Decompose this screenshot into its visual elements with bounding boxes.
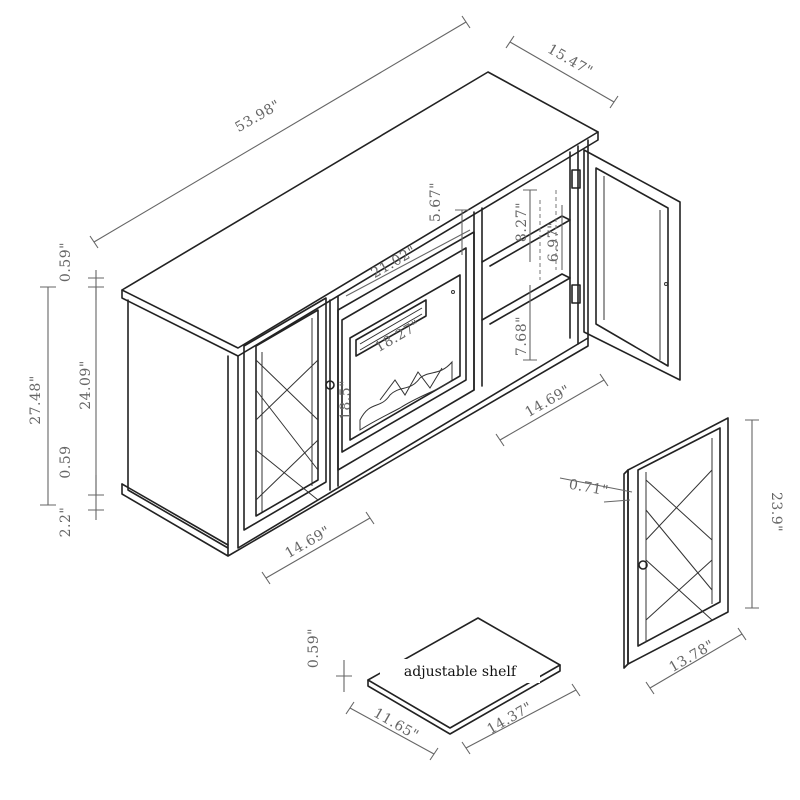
tv-stand-body — [121, 71, 599, 557]
label-door-height: 23.9" — [768, 492, 784, 532]
hinge-icon — [571, 169, 581, 189]
label-fireplace-opening-width: 21.02" — [369, 243, 420, 282]
label-bottom-panel: 0.59 — [58, 445, 74, 478]
label-base-height: 2.2" — [58, 507, 74, 538]
standalone-door — [623, 417, 729, 669]
label-body-height: 24.09" — [78, 360, 94, 410]
right-cabinet — [481, 145, 681, 381]
left-side-panel — [127, 299, 229, 549]
flame-logs — [359, 360, 453, 431]
dimension-lines — [40, 15, 759, 761]
label-firebox-height: 18.5" — [338, 380, 354, 420]
left-divider — [329, 295, 339, 491]
fireplace-frame — [341, 247, 467, 453]
label-shelf-depth: 11.65" — [371, 705, 422, 744]
label-overall-width: 53.98" — [233, 97, 284, 136]
base-plinth — [121, 337, 589, 557]
open-right-door — [583, 149, 681, 381]
label-overall-depth: 15.47" — [545, 41, 596, 80]
label-top-gap: 5.67" — [428, 182, 444, 222]
firebox — [349, 274, 461, 441]
label-cabinet-width-left: 14.69" — [283, 523, 334, 562]
knob-icon — [325, 380, 335, 390]
label-door-thickness: 0.71" — [568, 477, 610, 500]
label-overall-height: 27.48" — [28, 375, 44, 425]
left-cabinet-door — [243, 297, 335, 531]
front-face — [237, 139, 589, 549]
label-shelf-width: 14.37" — [485, 699, 536, 738]
right-divider — [473, 207, 483, 391]
label-door-width: 13.78" — [667, 637, 718, 676]
label-lower-shelf-space: 7.68" — [514, 316, 530, 356]
knob-icon — [638, 560, 648, 570]
heater-vent — [355, 299, 427, 357]
adjustable-shelf: adjustable shelf — [367, 617, 561, 735]
shelf-caption: adjustable shelf — [404, 664, 518, 680]
label-mid-shelf-space: 6.97" — [546, 222, 562, 262]
fireplace-insert — [337, 231, 475, 471]
hinge-icon — [571, 284, 581, 304]
label-upper-shelf-space: 8.27" — [514, 202, 530, 242]
label-firebox-width: 18.27" — [373, 317, 424, 356]
label-shelf-thickness: 0.59" — [306, 628, 322, 668]
label-top-thickness: 0.59" — [58, 242, 74, 282]
base-plinth-top — [121, 483, 229, 546]
